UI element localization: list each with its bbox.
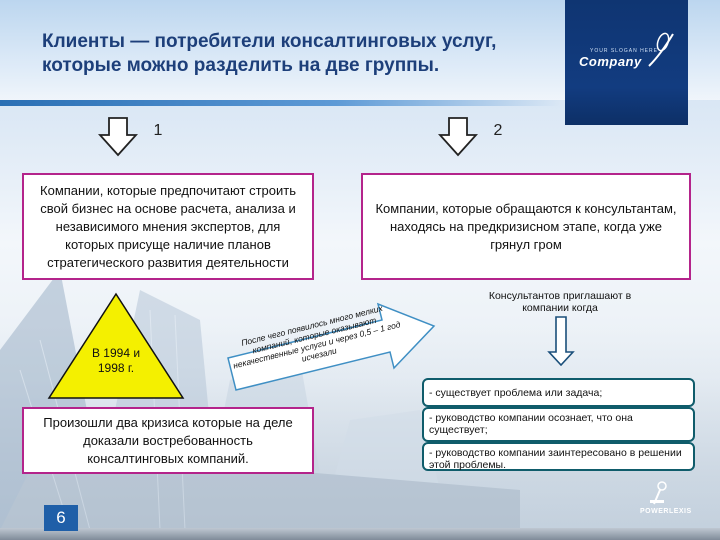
logo-swoosh-icon xyxy=(648,32,674,67)
condition-item: - руководство компании осознает, что она… xyxy=(422,407,695,442)
slide-title: Клиенты — потребители консалтинговых усл… xyxy=(42,31,497,76)
conditions-down-arrow-icon xyxy=(547,316,575,366)
condition-text: - существует проблема или задача; xyxy=(429,386,603,399)
powerlexis-logo-icon xyxy=(650,481,667,505)
crisis-years-text: В 1994 и 1998 г. xyxy=(91,346,141,375)
group-1-arrow: 1 xyxy=(97,117,162,157)
logo-brand: Company xyxy=(579,54,642,69)
consultants-invited-text: Консультантов приглашают в компании когд… xyxy=(488,290,632,314)
condition-item: - существует проблема или задача; xyxy=(422,378,695,407)
company-logo-panel: YOUR SLOGAN HERE Company xyxy=(565,0,688,125)
group-2-arrow: 2 xyxy=(437,117,502,157)
group-2-box: Компании, которые обращаются к консульта… xyxy=(361,173,691,280)
crisis-years-triangle xyxy=(47,292,185,399)
page-number: 6 xyxy=(44,505,78,531)
diagonal-arrow-shape xyxy=(227,302,436,391)
group-2-description: Компании, которые обращаются к консульта… xyxy=(375,200,677,252)
crisis-box: Произошли два кризиса которые на деле до… xyxy=(22,407,314,474)
condition-text: - руководство компании заинтересовано в … xyxy=(429,447,682,471)
powerlexis-brand: POWERLEXIS xyxy=(640,508,692,515)
down-arrow-icon xyxy=(437,117,479,157)
down-arrow-icon xyxy=(97,117,139,157)
crisis-description: Произошли два кризиса которые на деле до… xyxy=(43,414,293,466)
header-stripe xyxy=(0,100,560,106)
logo-tagline: YOUR SLOGAN HERE xyxy=(590,48,658,54)
footer-band xyxy=(0,528,720,540)
condition-item: - руководство компании заинтересовано в … xyxy=(422,442,695,471)
group-1-number: 1 xyxy=(153,122,163,139)
group-1-box: Компании, которые предпочитают строить с… xyxy=(22,173,314,280)
group-1-description: Компании, которые предпочитают строить с… xyxy=(40,182,296,270)
condition-text: - руководство компании осознает, что она… xyxy=(429,412,633,436)
group-2-number: 2 xyxy=(493,122,503,139)
